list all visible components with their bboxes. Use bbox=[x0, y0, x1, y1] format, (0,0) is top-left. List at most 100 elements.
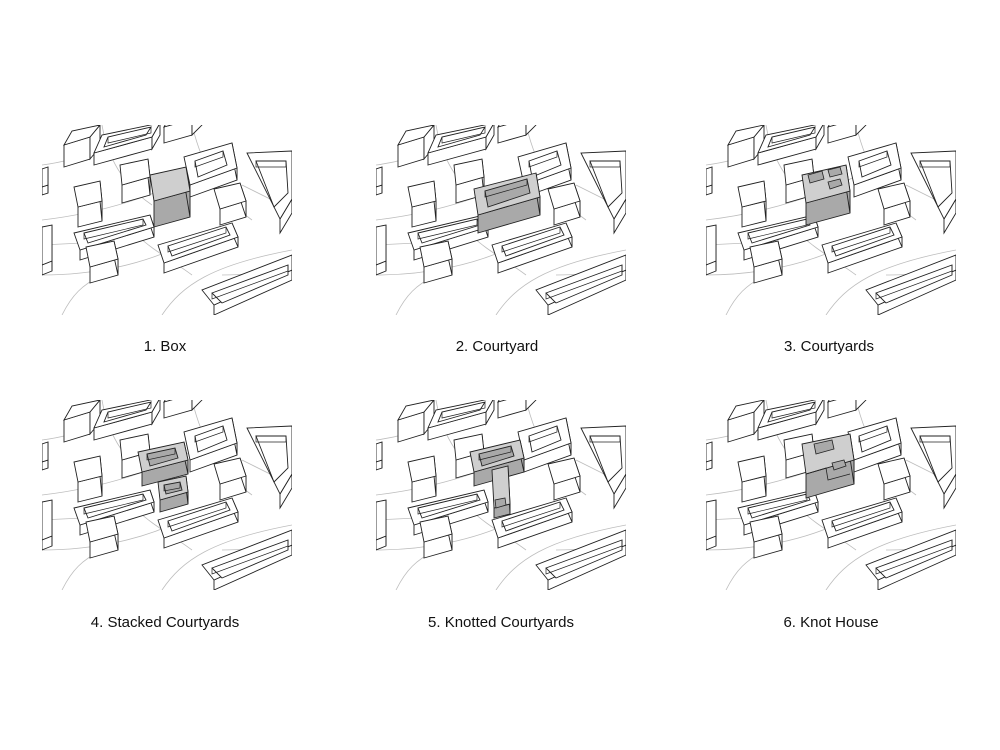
context-box bbox=[706, 441, 713, 471]
context-box bbox=[827, 400, 867, 419]
context-box bbox=[213, 457, 247, 501]
context-box bbox=[727, 125, 765, 168]
context-box bbox=[727, 400, 765, 443]
context-box bbox=[706, 166, 713, 196]
context-box bbox=[85, 515, 119, 559]
context-box bbox=[119, 158, 151, 204]
context-box bbox=[397, 400, 435, 443]
diagram-panel-courtyard bbox=[376, 125, 626, 315]
context-slab bbox=[821, 222, 903, 274]
context-slab bbox=[183, 142, 238, 198]
context-slab bbox=[427, 125, 495, 166]
diagram-panel-box bbox=[42, 125, 292, 315]
context-shard bbox=[580, 425, 626, 510]
context-box bbox=[85, 240, 119, 284]
context-slab bbox=[93, 125, 161, 166]
context-buildings bbox=[42, 125, 292, 315]
axonometric-drawing bbox=[376, 400, 626, 590]
diagram-caption: 4. Stacked Courtyards bbox=[90, 614, 240, 631]
diagram-caption: 3. Courtyards bbox=[783, 338, 875, 355]
context-slab bbox=[847, 417, 902, 473]
courtyard-void bbox=[831, 459, 847, 471]
context-slab bbox=[491, 497, 573, 549]
focus-box bbox=[149, 166, 191, 228]
diagram-panel-knot bbox=[706, 400, 956, 590]
context-box bbox=[749, 240, 783, 284]
courtyard-void bbox=[494, 497, 507, 509]
context-buildings bbox=[706, 125, 956, 315]
context-box bbox=[63, 125, 101, 168]
context-slab bbox=[157, 222, 239, 274]
courtyard-void bbox=[807, 170, 825, 184]
axonometric-drawing bbox=[42, 125, 292, 315]
context-slab bbox=[427, 400, 495, 441]
context-buildings bbox=[706, 400, 956, 590]
context-box bbox=[397, 125, 435, 168]
context-slab bbox=[157, 497, 239, 549]
context-shard bbox=[910, 150, 956, 235]
focus-building bbox=[137, 441, 189, 513]
context-box bbox=[497, 125, 537, 144]
context-box bbox=[376, 166, 383, 196]
context-box bbox=[453, 158, 485, 204]
context-box bbox=[376, 224, 387, 276]
focus-building bbox=[149, 166, 191, 228]
focus-courtyard bbox=[473, 172, 541, 234]
focus-stacked-upper bbox=[137, 441, 189, 487]
context-slab bbox=[757, 400, 825, 441]
context-slab bbox=[535, 529, 626, 590]
context-box bbox=[376, 441, 383, 471]
context-box bbox=[419, 515, 453, 559]
context-shard bbox=[910, 425, 956, 510]
focus-knot-house bbox=[801, 433, 855, 499]
context-slab bbox=[517, 417, 572, 473]
context-slab bbox=[183, 417, 238, 473]
context-slab bbox=[737, 214, 819, 261]
diagram-caption: 5. Knotted Courtyards bbox=[428, 614, 574, 631]
context-box bbox=[497, 400, 537, 419]
context-box bbox=[42, 224, 53, 276]
context-box bbox=[706, 499, 717, 551]
context-box bbox=[73, 180, 103, 228]
courtyard-void bbox=[813, 439, 835, 455]
courtyard-void bbox=[827, 166, 843, 178]
focus-building bbox=[469, 439, 525, 519]
context-box bbox=[42, 441, 49, 471]
diagram-panel-knotted bbox=[376, 400, 626, 590]
context-shard bbox=[246, 150, 292, 235]
context-slab bbox=[757, 125, 825, 166]
diagram-panel-stacked bbox=[42, 400, 292, 590]
context-box bbox=[419, 240, 453, 284]
context-box bbox=[213, 182, 247, 226]
context-box bbox=[376, 499, 387, 551]
context-slab bbox=[821, 497, 903, 549]
context-box bbox=[547, 457, 581, 501]
context-box bbox=[42, 499, 53, 551]
context-box bbox=[42, 166, 49, 196]
focus-building bbox=[801, 433, 855, 499]
context-box bbox=[407, 455, 437, 503]
context-buildings bbox=[42, 400, 292, 590]
context-box bbox=[706, 224, 717, 276]
context-box bbox=[73, 455, 103, 503]
diagram-caption: 2. Courtyard bbox=[455, 338, 539, 355]
axonometric-drawing bbox=[42, 400, 292, 590]
context-slab bbox=[491, 222, 573, 274]
context-slab bbox=[407, 489, 489, 536]
context-slab bbox=[201, 254, 292, 315]
context-box bbox=[163, 400, 203, 419]
axonometric-drawing bbox=[706, 400, 956, 590]
context-shard bbox=[246, 425, 292, 510]
axonometric-drawing bbox=[706, 125, 956, 315]
context-box bbox=[749, 515, 783, 559]
focus-knot-bridge bbox=[491, 465, 511, 519]
context-box bbox=[737, 455, 767, 503]
context-box bbox=[877, 182, 911, 226]
context-slab bbox=[93, 400, 161, 441]
context-slab bbox=[847, 142, 902, 198]
context-slab bbox=[535, 254, 626, 315]
context-box bbox=[547, 182, 581, 226]
focus-building bbox=[801, 164, 851, 226]
context-slab bbox=[201, 529, 292, 590]
context-box bbox=[737, 180, 767, 228]
